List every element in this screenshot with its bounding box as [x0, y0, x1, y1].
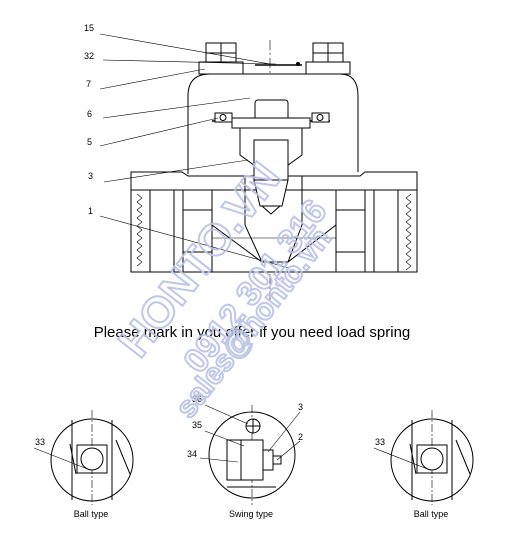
- right-threaded-port: [335, 189, 418, 273]
- callout-1: 1: [88, 206, 93, 216]
- swing-callout-35: 35: [192, 420, 202, 430]
- main-valve-section: [99, 33, 418, 300]
- ball-right-caption: Ball type: [414, 509, 449, 519]
- callout-6: 6: [87, 109, 92, 119]
- swing-callout-36: 36: [192, 394, 202, 404]
- left-threaded-port: [130, 189, 213, 273]
- ball-left-caption: Ball type: [74, 509, 109, 519]
- callout-7: 7: [86, 79, 91, 89]
- gasket-left: [214, 112, 233, 123]
- callout-3: 3: [88, 171, 93, 181]
- callout-32: 32: [84, 51, 94, 61]
- swing-type-detail: [199, 404, 301, 505]
- left-bolt: [198, 42, 244, 75]
- gasket-right: [311, 112, 330, 123]
- swing-caption: Swing type: [229, 509, 273, 519]
- callout-5: 5: [87, 137, 92, 147]
- ball-type-detail-left: [33, 410, 134, 505]
- disc: [231, 99, 311, 215]
- main-leader-lines: [99, 33, 290, 269]
- swing-callout-3: 3: [298, 402, 303, 412]
- ball-right-callout: 33: [375, 437, 385, 447]
- ball-left-callout: 33: [35, 437, 45, 447]
- callout-15: 15: [84, 23, 94, 33]
- right-bolt: [305, 42, 351, 75]
- swing-callout-2: 2: [298, 432, 303, 442]
- ball-type-detail-right: [373, 410, 474, 505]
- swing-callout-34: 34: [187, 449, 197, 459]
- load-spring-note: Please mark in you offer if you need loa…: [94, 324, 411, 341]
